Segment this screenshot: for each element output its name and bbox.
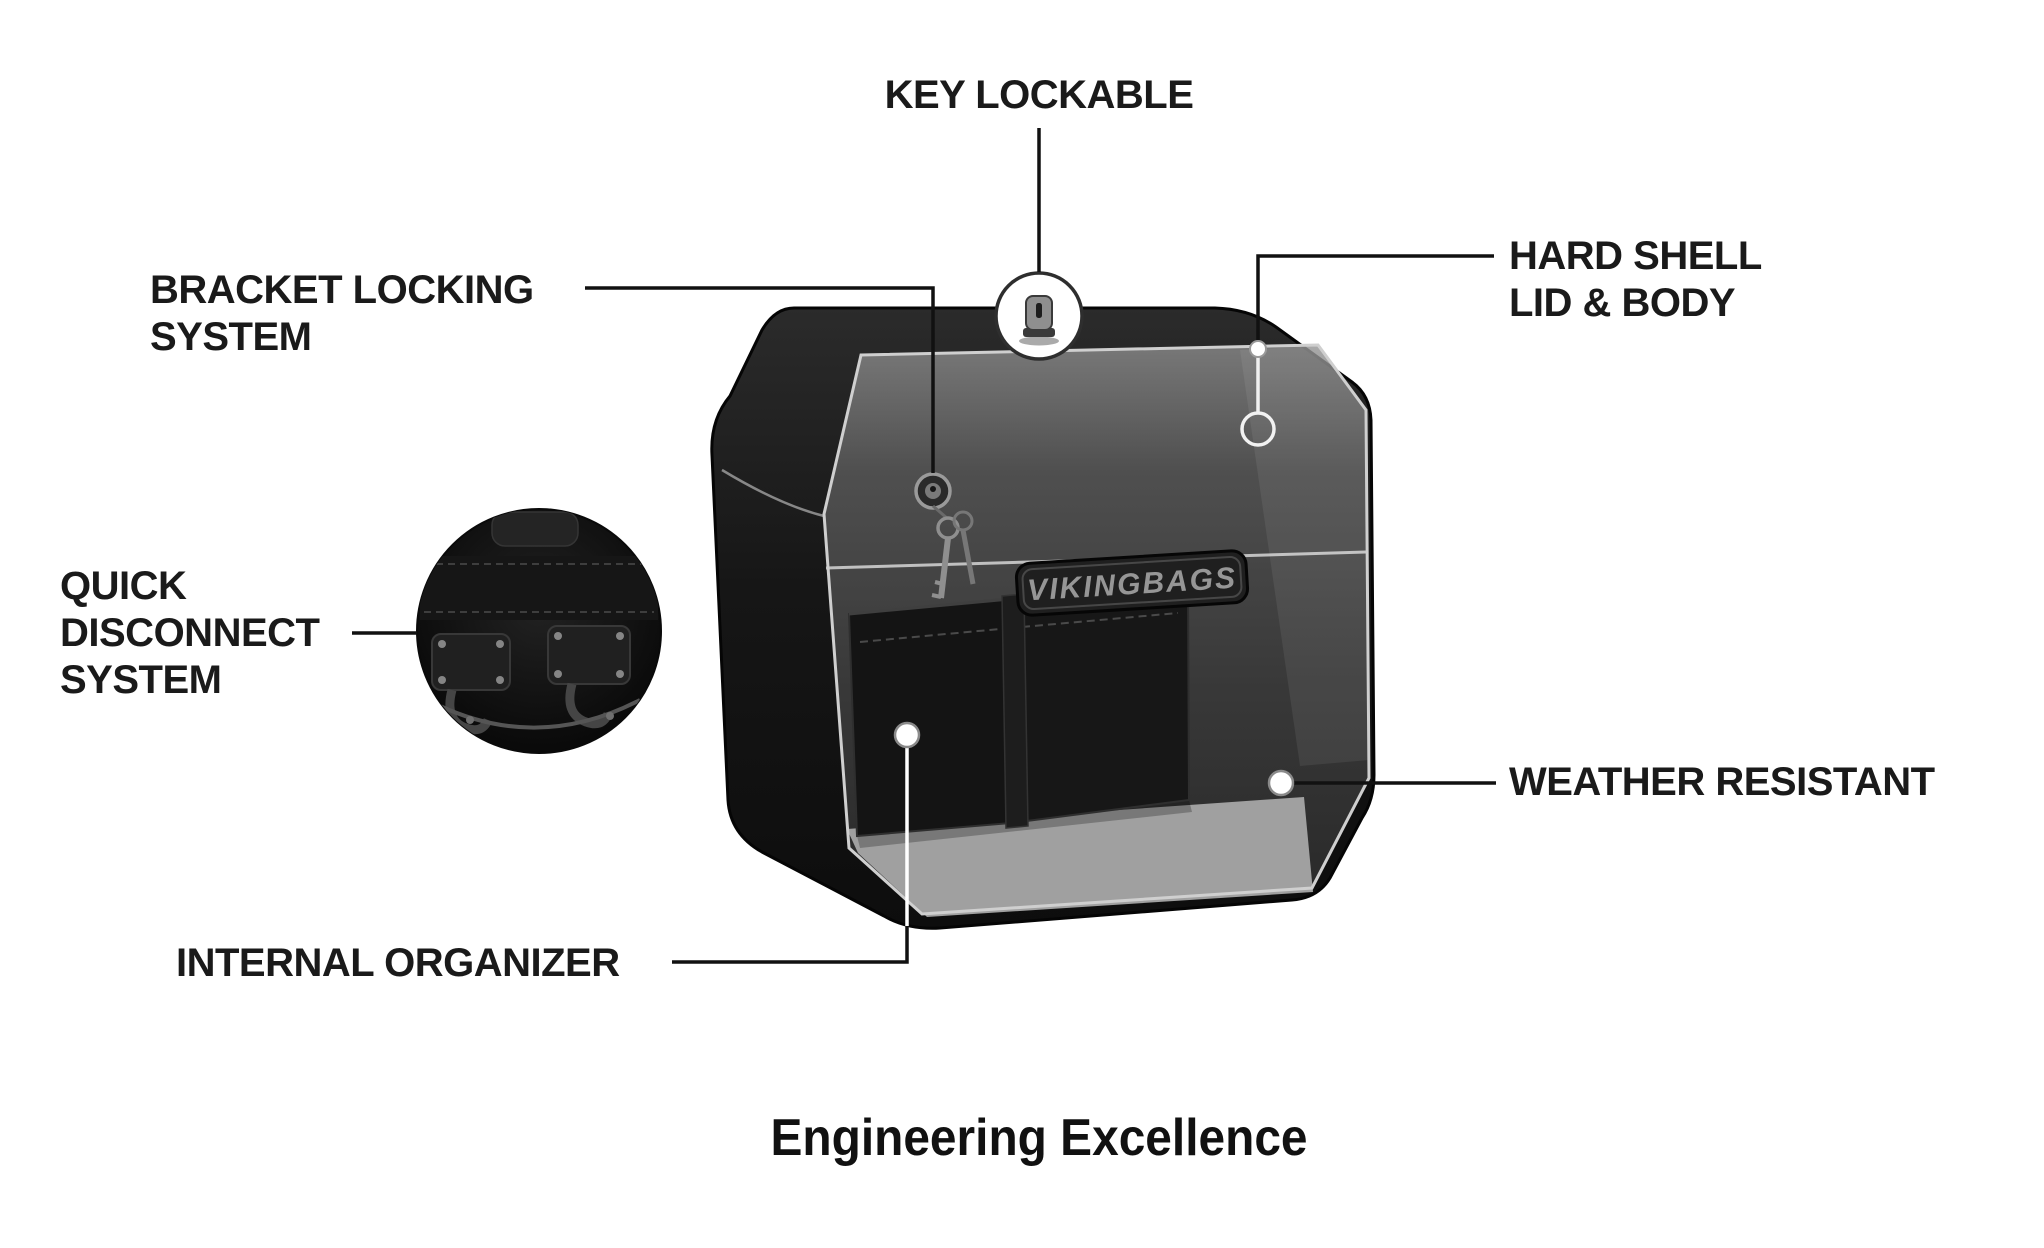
quick-disconnect-hardware: [420, 511, 658, 735]
keys-icon: [931, 510, 976, 599]
weather-resistant-dot: [1267, 769, 1295, 797]
pocket-divider-strap: [1001, 593, 1029, 829]
internal-organizer-dot: [893, 721, 921, 749]
bracket-locking-line: [585, 286, 935, 473]
callout-bracket-locking-system: BRACKET LOCKING SYSTEM: [150, 267, 534, 361]
release-cord: [439, 698, 641, 730]
callout-hard-shell-line1: HARD SHELL: [1509, 234, 1762, 278]
lid-window-outline: [822, 343, 1371, 916]
callout-dots: [893, 340, 1295, 797]
key-lockable-indicator: [994, 271, 1084, 361]
callout-bracket-line1: BRACKET LOCKING: [150, 268, 534, 312]
hard-shell-line: [1256, 254, 1494, 344]
pocket-stitching: [859, 612, 1179, 643]
page-title: Engineering Excellence: [770, 1109, 1308, 1167]
quick-disconnect-inset: [416, 508, 662, 754]
callout-key-lockable: KEY LOCKABLE: [885, 72, 1194, 119]
hard-shell-ring: [1240, 411, 1276, 447]
callout-weather-resistant: WEATHER RESISTANT: [1509, 759, 1935, 806]
callout-internal-organizer: INTERNAL ORGANIZER: [176, 940, 620, 987]
callout-quick-line1: QUICK: [60, 564, 187, 608]
lock-keyhole: [930, 486, 936, 492]
internal-organizer-pockets: [847, 582, 1191, 838]
window-reflection: [1240, 346, 1369, 766]
callout-bracket-line2: SYSTEM: [150, 315, 312, 359]
callout-hard-shell-line2: LID & BODY: [1509, 281, 1736, 325]
callout-quick-disconnect-system: QUICK DISCONNECT SYSTEM: [60, 563, 320, 704]
internal-organizer-line: [672, 926, 909, 964]
callout-weather-resistant-label: WEATHER RESISTANT: [1509, 760, 1935, 804]
callout-hard-shell-lid-body: HARD SHELL LID & BODY: [1509, 233, 1762, 327]
mounting-hook-left: [445, 688, 493, 735]
brand-badge: VIKINGBAGS: [1014, 549, 1250, 617]
callout-internal-organizer-label: INTERNAL ORGANIZER: [176, 941, 620, 985]
lock-and-keys: [914, 472, 976, 599]
callout-quick-line2: DISCONNECT: [60, 611, 320, 655]
callout-key-lockable-label: KEY LOCKABLE: [884, 73, 1194, 117]
lid-seam-highlight: [721, 468, 825, 518]
callout-lines: [352, 128, 1496, 964]
callout-quick-line3: SYSTEM: [60, 658, 222, 702]
mounting-screws: [438, 632, 624, 684]
saddlebag-illustration: VIKINGBAGS: [710, 271, 1376, 930]
hard-shell-edge-dot: [1249, 340, 1267, 358]
lock-cylinder-icon: [1019, 295, 1059, 346]
